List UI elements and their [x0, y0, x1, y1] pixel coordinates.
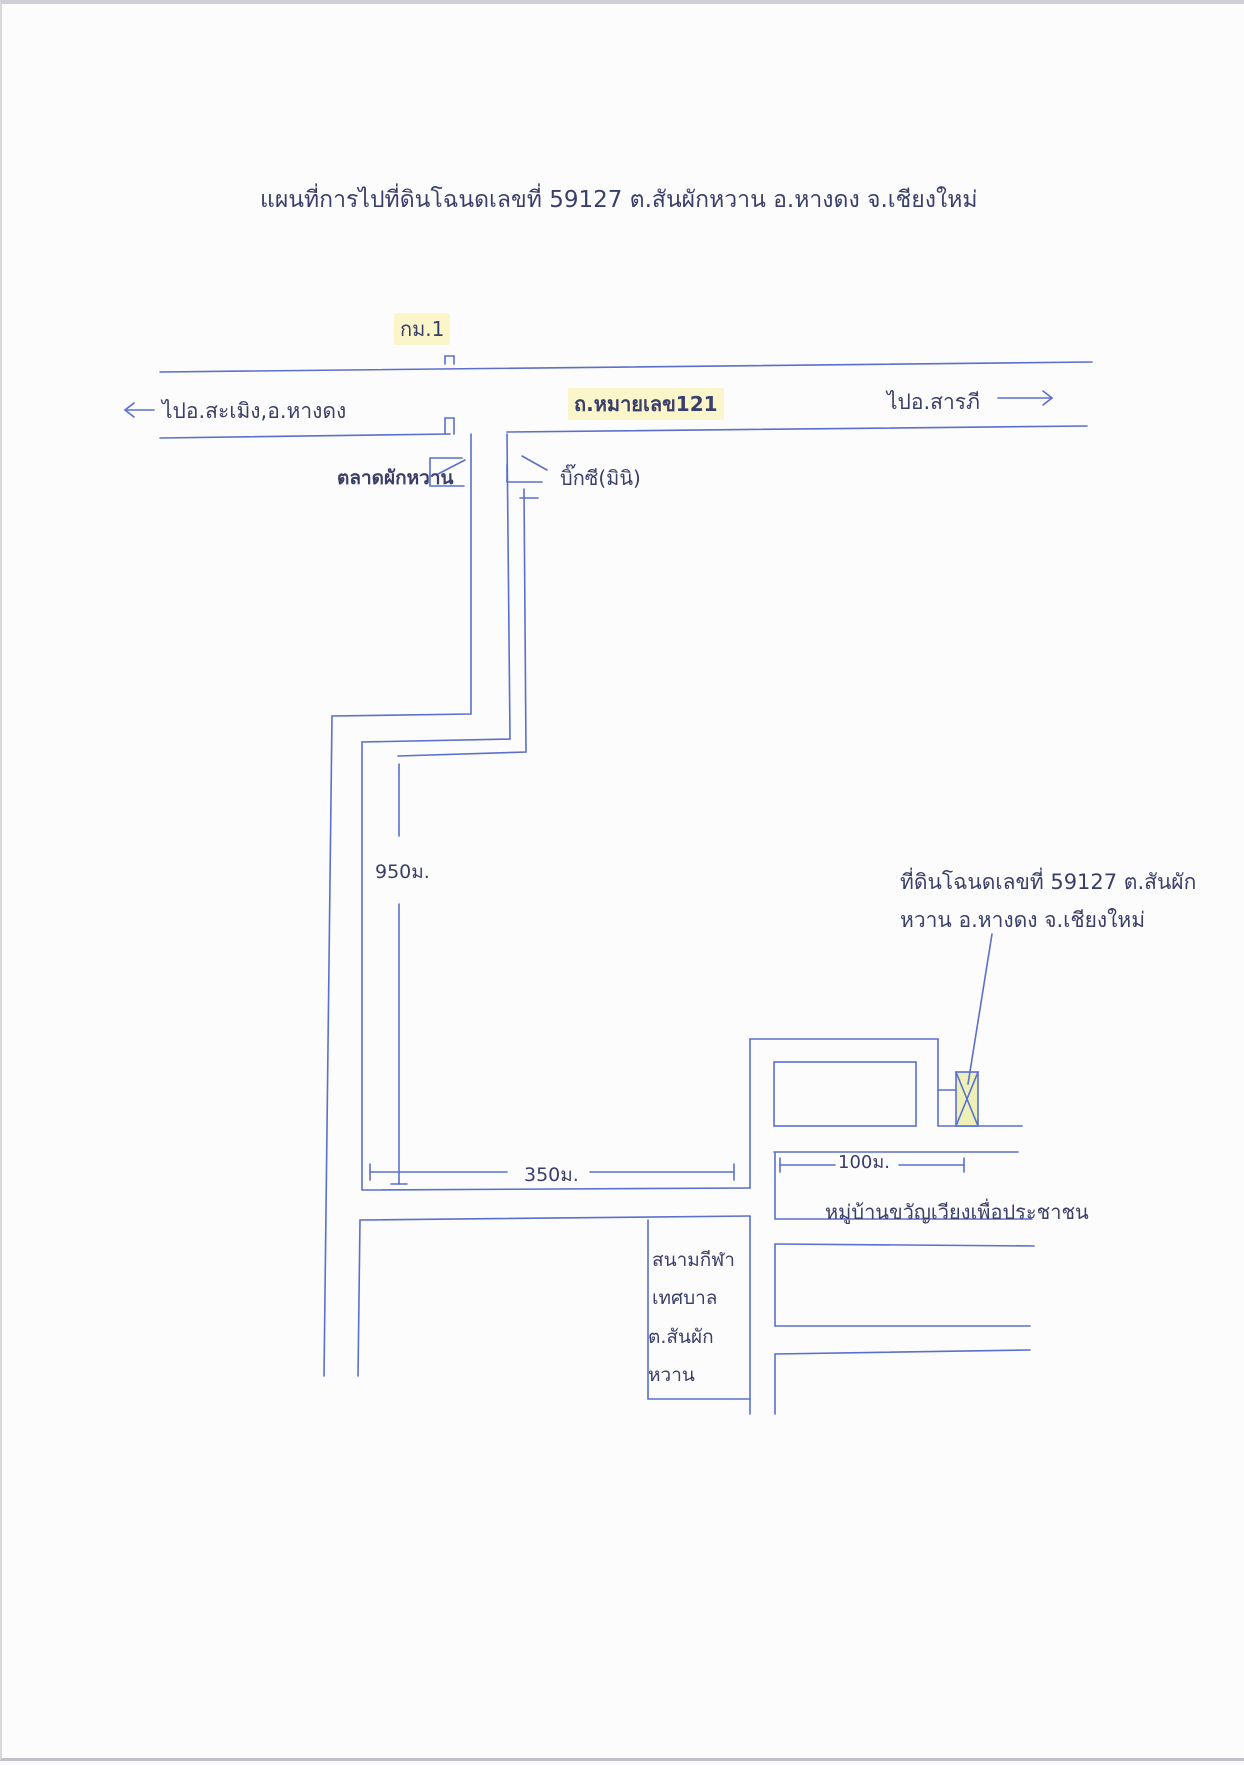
km-marker-label: กม.1: [394, 313, 451, 345]
stadium-label-line4: หวาน: [648, 1364, 695, 1386]
land-parcel-cross-b: [955, 1071, 979, 1127]
stadium-label-line2: เทศบาล: [652, 1287, 718, 1309]
stadium-label-line3: ต.สันผัก: [648, 1326, 714, 1348]
main-road-south-edge-east: [506, 425, 1088, 433]
distance-100-label: 100ม.: [838, 1152, 890, 1173]
km-marker-post: [444, 355, 455, 365]
distance-350-label: 350ม.: [524, 1164, 579, 1186]
village-block-4: [774, 1349, 1031, 1415]
land-label-line2: หวาน อ.หางดง จ.เชียงใหม่: [900, 908, 1146, 932]
land-pointer: [967, 933, 993, 1085]
arrow-west-icon: [123, 402, 135, 418]
soi-west-edge: [323, 433, 472, 1377]
to-east-label: ไปอ.สารภี: [887, 390, 980, 414]
page-title: แผนที่การไปที่ดินโฉนดเลขที่ 59127 ต.สันผ…: [260, 187, 978, 213]
distance-950-label: 950ม.: [375, 861, 430, 883]
bigc-label: บิ๊กซี(มินิ): [560, 466, 641, 490]
bigc-pointer: [521, 455, 548, 471]
road-name-label: ถ.หมายเลข121: [568, 388, 724, 420]
village-road-2: [774, 1243, 1035, 1247]
arrow-east-icon: [1042, 390, 1054, 406]
main-road-south-edge-west: [159, 433, 451, 439]
stadium-label-line1: สนามกีฬา: [652, 1249, 735, 1271]
route-map-drawing: [123, 355, 1093, 1415]
market-pointer: [437, 459, 466, 475]
soi-east-edge: [361, 433, 751, 1191]
market-label: ตลาดผักหวาน: [337, 467, 454, 489]
village-block-3: [774, 1243, 1031, 1327]
bigc-marker: [506, 463, 543, 483]
village-block-2: [774, 1151, 1033, 1220]
village-block-1: [773, 1061, 917, 1127]
land-label-line1: ที่ดินโฉนดเลขที่ 59127 ต.สันผัก: [900, 870, 1197, 894]
south-road-edge: [357, 1215, 751, 1377]
village-label: หมู่บ้านขวัญเวียงเพื่อประชาชน: [825, 1200, 1089, 1224]
stadium-block: [647, 1219, 751, 1400]
soi-inner-line: [397, 488, 527, 757]
intersection-marker: [444, 417, 455, 435]
to-west-label: ไปอ.สะเมิง,อ.หางดง: [162, 399, 347, 423]
market-marker: [429, 457, 465, 487]
main-road-north-edge: [159, 361, 1093, 373]
